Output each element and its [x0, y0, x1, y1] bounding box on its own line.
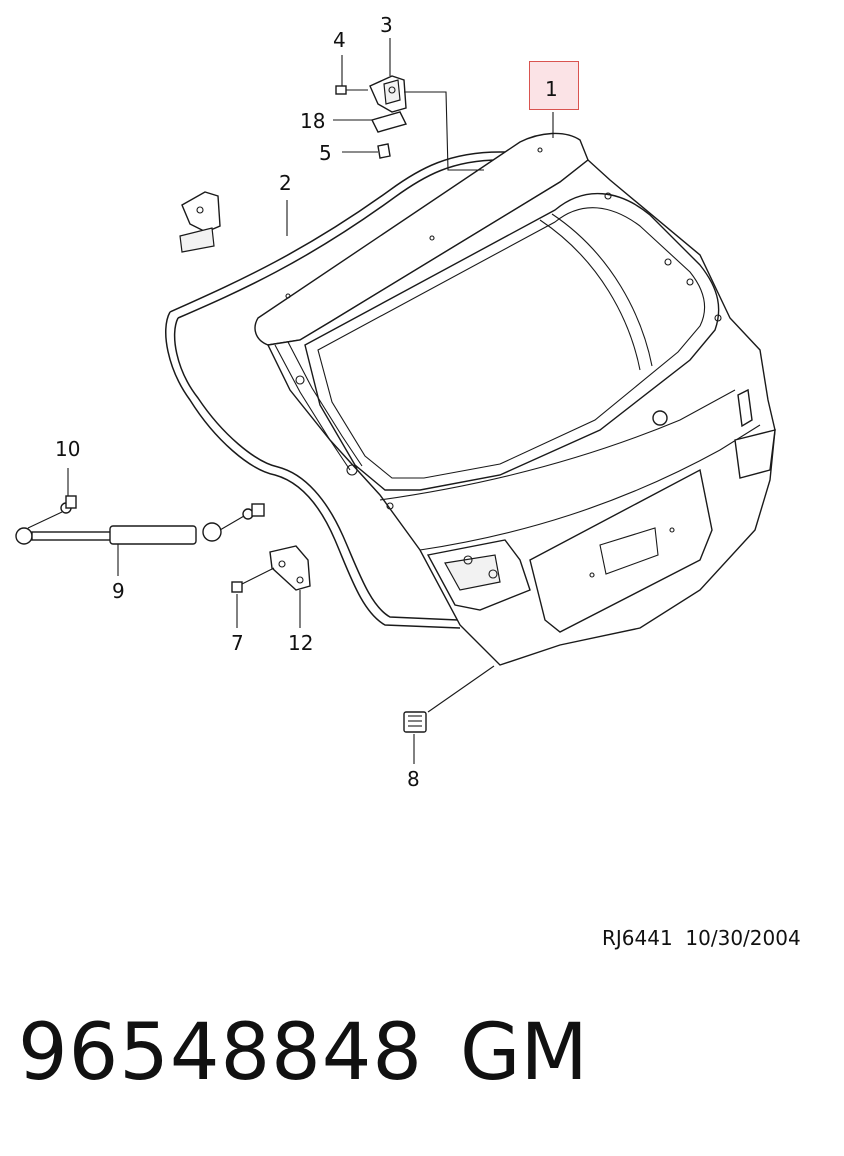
- callout-10: 10: [55, 437, 80, 461]
- reference-id: RJ6441: [602, 926, 673, 950]
- callout-12: 12: [288, 631, 313, 655]
- tailgate-panel: [254, 132, 776, 666]
- hinge-upper: [369, 75, 407, 113]
- shim-18: [370, 111, 408, 133]
- callout-5: 5: [319, 141, 332, 165]
- callout-18: 18: [300, 109, 325, 133]
- bumper-stop-8: [403, 711, 427, 733]
- reference-code: RJ6441 10/30/2004: [602, 926, 801, 950]
- brand-name: GM: [460, 1008, 588, 1098]
- callout-9: 9: [112, 579, 125, 603]
- callout-8: 8: [407, 767, 420, 791]
- gas-strut: [15, 511, 245, 545]
- ball-stud-right: [242, 503, 265, 520]
- callout-3: 3: [380, 13, 393, 37]
- callout-labels: 1 2 3 4 18 5 10 9 7 12 8: [55, 13, 558, 791]
- reference-date: 10/30/2004: [685, 926, 801, 950]
- striker-12: [269, 545, 311, 591]
- callout-4: 4: [333, 28, 346, 52]
- bolt-4: [335, 85, 368, 95]
- leader-lines: [67, 38, 554, 764]
- callout-1: 1: [545, 77, 558, 101]
- bolt-7: [231, 567, 275, 593]
- highlight-box: [529, 61, 579, 110]
- nut-5: [377, 143, 391, 159]
- hinge-left: [179, 191, 221, 253]
- callout-2: 2: [279, 171, 292, 195]
- callout-7: 7: [231, 631, 244, 655]
- ball-stud-10: [60, 495, 77, 514]
- part-number: 96548848: [18, 1008, 424, 1098]
